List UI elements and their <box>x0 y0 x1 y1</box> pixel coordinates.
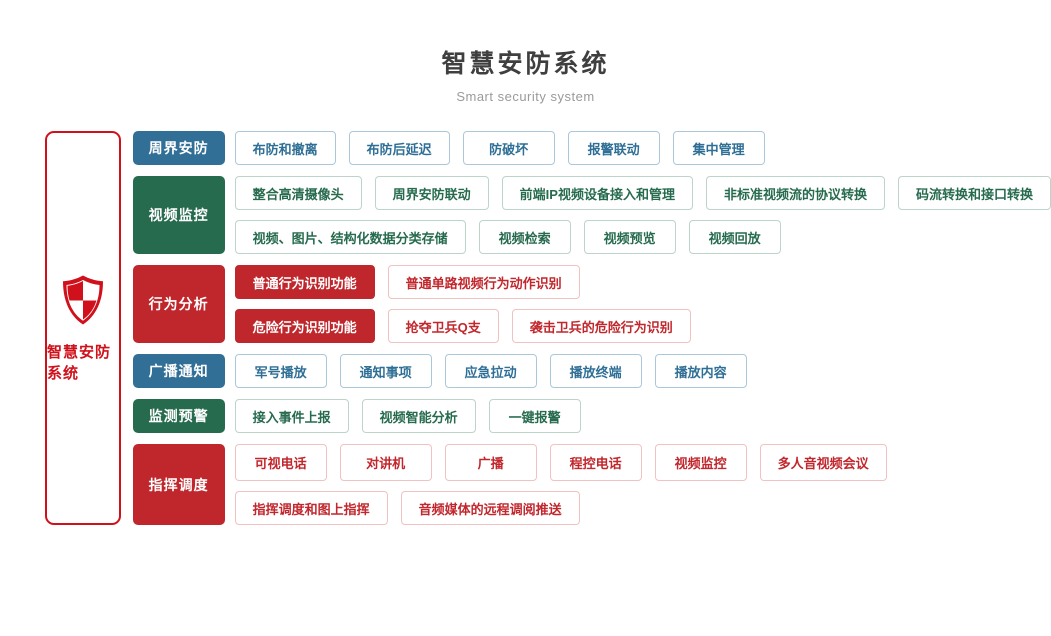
feature-button-solid[interactable]: 普通行为识别功能 <box>234 265 375 299</box>
feature-button[interactable]: 前端IP视频设备接入和管理 <box>501 176 693 210</box>
feature-button[interactable]: 报警联动 <box>567 131 660 165</box>
feature-button[interactable]: 程控电话 <box>549 444 642 481</box>
feature-button[interactable]: 非标准视频流的协议转换 <box>705 176 885 210</box>
feature-button[interactable]: 广播 <box>444 444 537 481</box>
feature-button[interactable]: 视频回放 <box>688 220 781 254</box>
feature-button[interactable]: 播放终端 <box>549 354 642 388</box>
feature-rows: 周界安防 布防和撤离 布防后延迟 防破坏 报警联动 集中管理 视频监控 整合高清… <box>132 131 1051 525</box>
feature-button[interactable]: 播放内容 <box>654 354 747 388</box>
feature-button[interactable]: 视频检索 <box>478 220 571 254</box>
category-perimeter-security[interactable]: 周界安防 <box>132 131 225 165</box>
row-behavior-analysis: 行为分析 普通行为识别功能 普通单路视频行为动作识别 危险行为识别功能 抢夺卫兵… <box>132 265 1051 343</box>
row-monitoring-warning: 监测预警 接入事件上报 视频智能分析 一键报警 <box>132 399 1051 433</box>
feature-button[interactable]: 通知事项 <box>339 354 432 388</box>
feature-button[interactable]: 可视电话 <box>234 444 327 481</box>
system-diagram: 智慧安防系统 周界安防 布防和撤离 布防后延迟 防破坏 报警联动 集中管理 视频… <box>45 131 1051 525</box>
feature-button[interactable]: 防破坏 <box>462 131 555 165</box>
feature-button[interactable]: 袭击卫兵的危险行为识别 <box>511 309 691 343</box>
category-command-dispatch[interactable]: 指挥调度 <box>132 444 225 525</box>
feature-button[interactable]: 普通单路视频行为动作识别 <box>387 265 580 299</box>
category-monitoring-warning[interactable]: 监测预警 <box>132 399 225 433</box>
feature-button[interactable]: 视频预览 <box>583 220 676 254</box>
feature-button[interactable]: 布防和撤离 <box>234 131 336 165</box>
feature-button[interactable]: 抢夺卫兵Q支 <box>387 309 499 343</box>
row-perimeter-security: 周界安防 布防和撤离 布防后延迟 防破坏 报警联动 集中管理 <box>132 131 1051 165</box>
feature-button[interactable]: 周界安防联动 <box>374 176 489 210</box>
feature-button[interactable]: 视频、图片、结构化数据分类存储 <box>234 220 466 254</box>
feature-button[interactable]: 多人音视频会议 <box>759 444 887 481</box>
feature-button[interactable]: 接入事件上报 <box>234 399 349 433</box>
category-broadcast-notification[interactable]: 广播通知 <box>132 354 225 388</box>
feature-button[interactable]: 视频智能分析 <box>361 399 476 433</box>
feature-button[interactable]: 对讲机 <box>339 444 432 481</box>
category-video-surveillance[interactable]: 视频监控 <box>132 176 225 254</box>
row-broadcast-notification: 广播通知 军号播放 通知事项 应急拉动 播放终端 播放内容 <box>132 354 1051 388</box>
root-system-box: 智慧安防系统 <box>45 131 121 525</box>
row-command-dispatch: 指挥调度 可视电话 对讲机 广播 程控电话 视频监控 多人音视频会议 指挥调度和… <box>132 444 1051 525</box>
root-system-label: 智慧安防系统 <box>47 344 112 382</box>
feature-button[interactable]: 音频媒体的远程调阅推送 <box>400 491 580 525</box>
feature-button[interactable]: 码流转换和接口转换 <box>897 176 1051 210</box>
feature-button[interactable]: 布防后延迟 <box>348 131 450 165</box>
feature-button[interactable]: 军号播放 <box>234 354 327 388</box>
page-subtitle: Smart security system <box>456 89 595 104</box>
feature-button[interactable]: 一键报警 <box>488 399 581 433</box>
page-title: 智慧安防系统 <box>441 50 610 78</box>
feature-button[interactable]: 集中管理 <box>672 131 765 165</box>
feature-button-solid[interactable]: 危险行为识别功能 <box>234 309 375 343</box>
category-behavior-analysis[interactable]: 行为分析 <box>132 265 225 343</box>
feature-button[interactable]: 应急拉动 <box>444 354 537 388</box>
shield-icon <box>62 275 103 325</box>
feature-button[interactable]: 指挥调度和图上指挥 <box>234 491 388 525</box>
feature-button[interactable]: 整合高清摄像头 <box>234 176 362 210</box>
page-header: 智慧安防系统 Smart security system <box>0 0 1051 104</box>
feature-button[interactable]: 视频监控 <box>654 444 747 481</box>
row-video-surveillance: 视频监控 整合高清摄像头 周界安防联动 前端IP视频设备接入和管理 非标准视频流… <box>132 176 1051 254</box>
